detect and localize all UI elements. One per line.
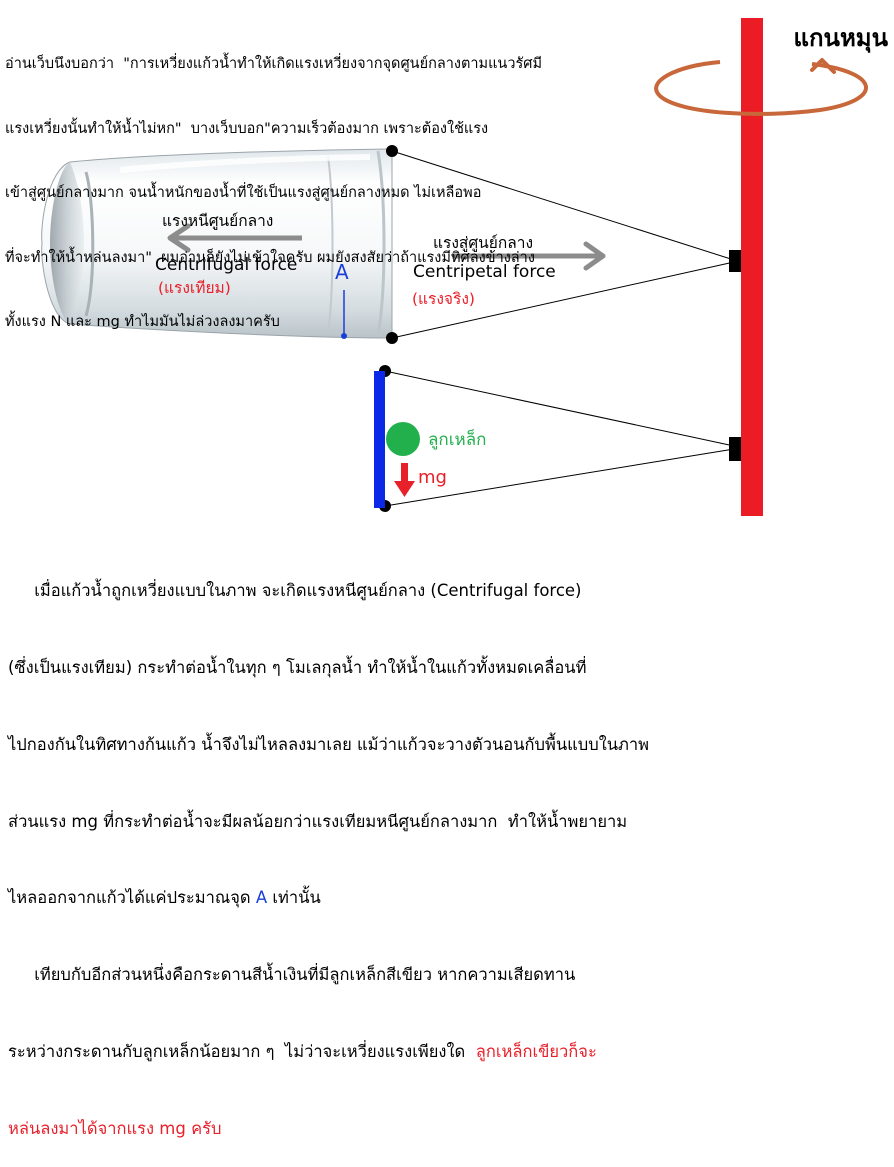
centrifugal-thai-label: แรงหนีศูนย์กลาง	[162, 212, 274, 230]
string-knot	[386, 332, 398, 344]
explanation-text: ไหลออกจากแก้วได้แค่ประมาณจุด	[8, 888, 256, 908]
string-top-glass	[391, 150, 735, 261]
blue-board	[374, 371, 385, 508]
down-arrow-icon	[394, 463, 415, 497]
explanation-line: ระหว่างกระดานกับลูกเหล็กน้อยมาก ๆ ไม่ว่า…	[8, 1039, 649, 1065]
centripetal-thai-label: แรงสู่ศูนย์กลาง	[433, 234, 534, 252]
explanation-line: ส่วนแรง mg ที่กระทำต่อน้ำจะมีผลน้อยกว่าแ…	[8, 811, 628, 831]
highlight-conclusion: ลูกเหล็กเขียวก็จะ	[475, 1041, 597, 1061]
intro-question: อ่านเว็บนึงบอกว่า "การเหวี่ยงแก้วน้ำทำให…	[5, 11, 542, 355]
intro-line: เข้าสู่ศูนย์กลางมาก จนน้ำหนักของน้ำที่ใช…	[5, 185, 482, 201]
centripetal-note: (แรงจริง)	[412, 290, 475, 308]
explanation-line: ไหลออกจากแก้วได้แค่ประมาณจุด A เท่านั้น	[8, 885, 649, 911]
explanation-text: เท่านั้น	[267, 888, 321, 908]
intro-line: แรงเหวี่ยงนั้นทำให้น้ำไม่หก" บางเว็บบอก"…	[5, 120, 489, 137]
axis-connector	[729, 437, 741, 461]
explanation-line: (ซึ่งเป็นแรงเทียม) กระทำต่อน้ำในทุก ๆ โม…	[8, 657, 587, 677]
glass-of-water	[41, 148, 393, 339]
axis-connector	[729, 250, 741, 272]
explanation-paragraph: เมื่อแก้วน้ำถูกเหวี่ยงแบบในภาพ จะเกิดแรง…	[8, 527, 649, 1167]
left-arrow-icon	[167, 223, 302, 253]
explanation-text: ระหว่างกระดานกับลูกเหล็กน้อยมาก ๆ ไม่ว่า…	[8, 1041, 476, 1061]
explanation-line: ไปกองกันในทิศทางก้นแก้ว น้ำจึงไม่ไหลลงมา…	[8, 734, 650, 754]
curved-rotation-arrow-icon	[654, 58, 868, 116]
centrifugal-english-label: Centrifugal force	[155, 255, 298, 275]
point-a-label: A	[335, 260, 349, 284]
explanation-line: เมื่อแก้วน้ำถูกเหวี่ยงแบบในภาพ จะเกิดแรง…	[8, 581, 582, 601]
highlight-conclusion: หล่นลงมาได้จากแรง mg ครับ	[8, 1118, 222, 1138]
explanation-line: เทียบกับอีกส่วนหนึ่งคือกระดานสีน้ำเงินที…	[8, 965, 576, 985]
mg-label: mg	[418, 467, 447, 488]
right-arrow-icon	[452, 241, 606, 271]
string-bottom-board	[384, 448, 735, 507]
intro-line: อ่านเว็บนึงบอกว่า "การเหวี่ยงแก้วน้ำทำให…	[5, 56, 543, 72]
rotating-glass-diagram	[41, 18, 868, 516]
intro-line: ทั้งแรง N และ mg ทำไมมันไม่ล่วงลงมาครับ	[5, 314, 280, 330]
string-bottom-glass	[391, 261, 735, 339]
string-top-board	[384, 370, 735, 447]
centripetal-english-label: Centripetal force	[413, 262, 556, 282]
point-a-reference: A	[255, 888, 268, 908]
string-knot	[386, 145, 398, 157]
steel-ball-label: ลูกเหล็ก	[428, 430, 487, 450]
rotation-axis	[741, 18, 763, 516]
green-steel-ball	[386, 422, 420, 456]
axis-label: แกนหมุน	[793, 24, 888, 52]
centrifugal-note: (แรงเทียม)	[158, 279, 231, 297]
intro-line: ที่จะทำให้น้ำหล่นลงมา" ผมอ่านก็ยังไม่เข้…	[5, 249, 535, 266]
point-a-dot	[341, 333, 347, 339]
